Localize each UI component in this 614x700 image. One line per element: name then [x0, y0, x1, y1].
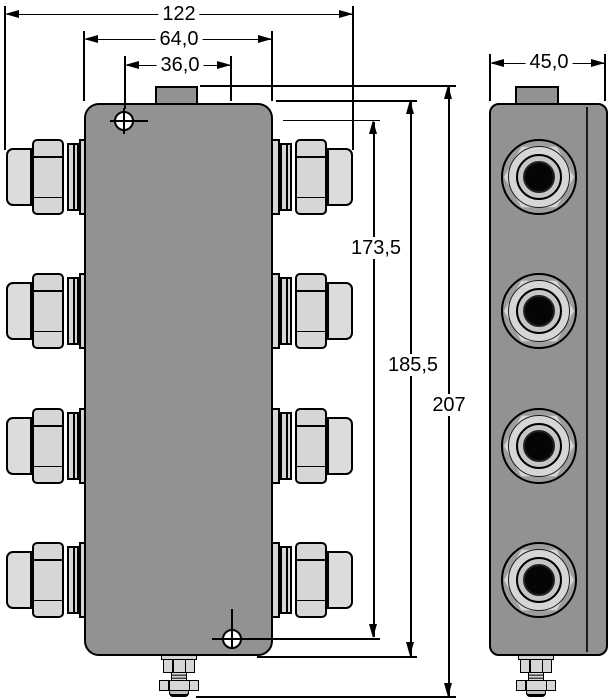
- gland-hex-nut: [295, 139, 327, 215]
- dim-label-side-width: 45,0: [525, 51, 573, 73]
- arrow-45-right: [591, 58, 605, 67]
- gland-cap: [327, 551, 353, 609]
- fitting-hex-upper: [163, 659, 195, 673]
- drain-fitting-front: [159, 652, 199, 697]
- dim-line-185: [410, 102, 412, 656]
- arrow-122-right: [339, 9, 353, 18]
- ext-line-122-left: [4, 6, 6, 150]
- ext-line-tab-top: [200, 85, 456, 87]
- gland-hex-nut: [295, 273, 327, 349]
- gland-cap: [6, 551, 32, 609]
- fitting-tip: [526, 690, 546, 697]
- arrow-45-left: [490, 58, 504, 67]
- ext-line-hole-bottom: [212, 638, 380, 640]
- ext-line-45-right: [604, 54, 606, 101]
- socket-thread-circle: [508, 146, 570, 208]
- ext-line-body-top: [276, 100, 417, 102]
- arrow-64-left: [84, 34, 98, 43]
- gland-cap: [327, 417, 353, 475]
- arrow-64-right: [258, 34, 272, 43]
- arrow-207-bottom: [444, 683, 452, 697]
- dim-label-body-width: 64,0: [155, 28, 203, 50]
- arrow-207-top: [444, 85, 452, 99]
- ext-line-36-left: [124, 56, 126, 109]
- ext-line-64-left: [83, 31, 85, 101]
- ext-line-hole-top: [283, 119, 380, 121]
- cable-gland-left-2: [6, 273, 88, 349]
- arrow-173-bottom: [369, 624, 377, 638]
- gland-hex-nut: [295, 542, 327, 618]
- dim-label-hole-spacing: 173,5: [346, 237, 406, 259]
- socket-thread-circle: [508, 415, 570, 477]
- cable-gland-left-3: [6, 408, 88, 484]
- arrow-173-top: [369, 120, 377, 134]
- ext-line-body-bottom: [257, 656, 417, 658]
- gland-washer: [280, 277, 292, 345]
- gland-cap: [6, 282, 32, 340]
- hole-top-crosshair-v: [123, 108, 125, 134]
- ext-line-122-right: [352, 6, 354, 150]
- ext-line-45-left: [489, 54, 491, 101]
- gland-washer: [67, 143, 79, 211]
- dim-label-body-height: 185,5: [383, 354, 443, 376]
- connector-socket-2: [501, 273, 577, 349]
- connector-socket-4: [501, 542, 577, 618]
- ext-line-36-right: [230, 56, 232, 101]
- dim-label-overall-height: 207: [428, 394, 470, 416]
- fitting-tip: [169, 690, 189, 697]
- dim-line-207: [448, 87, 450, 696]
- cable-gland-right-1: [271, 139, 353, 215]
- socket-opening: [523, 430, 555, 462]
- socket-thread-circle: [508, 280, 570, 342]
- gland-hex-nut: [32, 273, 64, 349]
- cable-gland-right-3: [271, 408, 353, 484]
- gland-cap: [6, 417, 32, 475]
- connector-socket-1: [501, 139, 577, 215]
- socket-opening: [523, 564, 555, 596]
- gland-washer: [67, 546, 79, 614]
- arrow-185-top: [406, 100, 414, 114]
- hole-top-crosshair-h: [110, 120, 148, 122]
- junction-box-body-front: [84, 103, 273, 656]
- gland-hex-nut: [32, 408, 64, 484]
- arrow-185-bottom: [406, 642, 414, 656]
- gland-washer: [280, 143, 292, 211]
- gland-washer: [67, 412, 79, 480]
- fitting-hex-upper: [520, 659, 552, 673]
- ext-line-64-right: [271, 31, 273, 101]
- gland-washer: [280, 546, 292, 614]
- gland-cap: [327, 148, 353, 206]
- cable-gland-right-4: [271, 542, 353, 618]
- gland-hex-nut: [32, 139, 64, 215]
- gland-cap: [327, 282, 353, 340]
- cable-gland-right-2: [271, 273, 353, 349]
- dim-label-hole-offset: 36,0: [156, 54, 204, 76]
- gland-washer: [280, 412, 292, 480]
- ext-line-overall-bottom: [196, 696, 456, 698]
- arrow-36-right: [217, 60, 231, 69]
- dim-label-overall-width: 122: [158, 3, 200, 25]
- socket-opening: [523, 161, 555, 193]
- gland-washer: [67, 277, 79, 345]
- gland-cap: [6, 148, 32, 206]
- cable-gland-left-4: [6, 542, 88, 618]
- connector-socket-3: [501, 408, 577, 484]
- hole-bottom-crosshair-v: [231, 609, 233, 649]
- body-edge-line: [586, 107, 588, 652]
- drain-fitting-side: [516, 652, 556, 697]
- dim-line-173: [373, 122, 375, 637]
- arrow-122-left: [5, 9, 19, 18]
- arrow-36-left: [125, 60, 139, 69]
- socket-thread-circle: [508, 549, 570, 611]
- cable-gland-left-1: [6, 139, 88, 215]
- socket-opening: [523, 295, 555, 327]
- gland-hex-nut: [32, 542, 64, 618]
- gland-hex-nut: [295, 408, 327, 484]
